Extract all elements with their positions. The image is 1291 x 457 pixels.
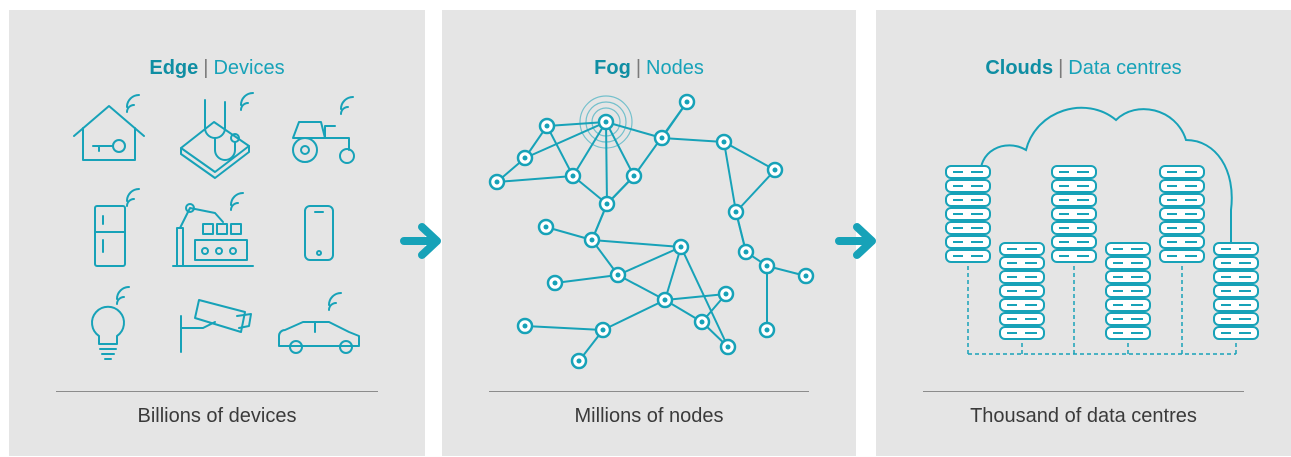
fog-node-icon bbox=[719, 338, 737, 356]
clouds-panel: Clouds|Data centres Thousand of data cen… bbox=[876, 10, 1291, 456]
fog-link bbox=[664, 293, 727, 301]
fog-link bbox=[605, 121, 663, 139]
fog-node-icon bbox=[583, 231, 601, 249]
fog-link bbox=[723, 141, 776, 171]
fog-link bbox=[664, 246, 682, 301]
fog-link bbox=[605, 121, 635, 177]
signal-ring bbox=[591, 107, 621, 137]
server-rack-icon bbox=[945, 165, 991, 263]
fog-node-icon bbox=[727, 203, 745, 221]
fog-link bbox=[591, 239, 682, 248]
fog-node-icon bbox=[678, 93, 696, 111]
fog-node-icon bbox=[717, 285, 735, 303]
server-rack-icon bbox=[1105, 242, 1151, 340]
fog-divider bbox=[489, 391, 809, 392]
fog-link bbox=[554, 274, 619, 284]
edge-title-separator: | bbox=[203, 57, 209, 79]
fog-title-rest: Nodes bbox=[646, 57, 704, 79]
signal-ring bbox=[579, 95, 633, 149]
fog-node-icon bbox=[516, 317, 534, 335]
house-key-icon bbox=[73, 94, 145, 161]
fog-node-icon bbox=[715, 133, 733, 151]
edge-caption: Billions of devices bbox=[137, 405, 297, 427]
fog-node-icon bbox=[537, 218, 555, 236]
fog-node-icon bbox=[766, 161, 784, 179]
fog-link bbox=[723, 141, 737, 213]
fog-node-icon bbox=[672, 238, 690, 256]
data-centres-art bbox=[945, 106, 1259, 355]
fog-node-icon bbox=[737, 243, 755, 261]
fog-node-icon bbox=[538, 117, 556, 135]
fog-network bbox=[488, 93, 815, 370]
fog-title: Fog|Nodes bbox=[442, 57, 856, 80]
car-icon bbox=[278, 292, 360, 354]
fog-link bbox=[524, 325, 604, 331]
fog-link bbox=[602, 299, 666, 331]
fog-node-icon bbox=[597, 113, 615, 131]
lightbulb-icon bbox=[91, 286, 130, 360]
fog-link bbox=[496, 175, 574, 183]
fog-node-icon bbox=[758, 321, 776, 339]
server-rack-icon bbox=[1213, 242, 1259, 340]
edge-title: Edge|Devices bbox=[9, 57, 425, 80]
cloud-icon bbox=[979, 106, 1233, 245]
edge-title-rest: Devices bbox=[213, 57, 285, 79]
clouds-title-separator: | bbox=[1058, 57, 1064, 79]
medical-stethoscope-icon bbox=[180, 92, 254, 179]
fog-node-icon bbox=[653, 129, 671, 147]
fog-node-icon bbox=[598, 195, 616, 213]
fog-link bbox=[605, 121, 608, 205]
server-rack-icon bbox=[1051, 165, 1097, 263]
security-camera-icon bbox=[180, 299, 252, 353]
fog-node-icon bbox=[570, 352, 588, 370]
fog-link bbox=[546, 125, 574, 177]
edge-panel: Edge|Devices bbox=[9, 10, 425, 456]
clouds-caption: Thousand of data centres bbox=[970, 405, 1197, 427]
arrow-right-icon bbox=[400, 223, 441, 259]
fog-node-icon bbox=[564, 167, 582, 185]
fog-node-icon bbox=[758, 257, 776, 275]
clouds-title: Clouds|Data centres bbox=[876, 57, 1291, 80]
clouds-title-bold: Clouds bbox=[985, 57, 1054, 79]
clouds-title-rest: Data centres bbox=[1068, 57, 1182, 79]
server-rack-icon bbox=[999, 242, 1045, 340]
server-rack-icon bbox=[1159, 165, 1205, 263]
smartphone-icon bbox=[304, 205, 334, 261]
factory-robot-icon bbox=[172, 192, 254, 267]
fog-node-icon bbox=[516, 149, 534, 167]
edge-title-bold: Edge bbox=[149, 57, 199, 79]
fog-link bbox=[661, 137, 725, 143]
fog-title-bold: Fog bbox=[594, 57, 631, 79]
fog-link bbox=[572, 121, 607, 177]
fog-node-icon bbox=[609, 266, 627, 284]
fog-link bbox=[546, 121, 607, 127]
fog-node-icon bbox=[797, 267, 815, 285]
fog-title-separator: | bbox=[635, 57, 642, 79]
fog-link bbox=[617, 274, 666, 301]
signal-ring bbox=[585, 101, 627, 143]
fog-node-icon bbox=[625, 167, 643, 185]
clouds-divider bbox=[923, 391, 1244, 392]
edge-divider bbox=[56, 391, 378, 392]
fog-link bbox=[735, 169, 776, 213]
arrow-right-icon bbox=[835, 223, 876, 259]
edge-devices-art bbox=[73, 92, 360, 360]
fog-node-icon bbox=[488, 173, 506, 191]
fog-node-icon bbox=[594, 321, 612, 339]
fridge-icon bbox=[94, 188, 140, 267]
fog-node-icon bbox=[656, 291, 674, 309]
fog-link bbox=[524, 121, 607, 159]
tractor-icon bbox=[292, 96, 355, 164]
fog-link bbox=[617, 246, 682, 276]
fog-caption: Millions of nodes bbox=[574, 405, 724, 427]
fog-node-icon bbox=[693, 313, 711, 331]
fog-panel: Fog|Nodes Millions of nodes bbox=[442, 10, 856, 456]
fog-node-icon bbox=[546, 274, 564, 292]
